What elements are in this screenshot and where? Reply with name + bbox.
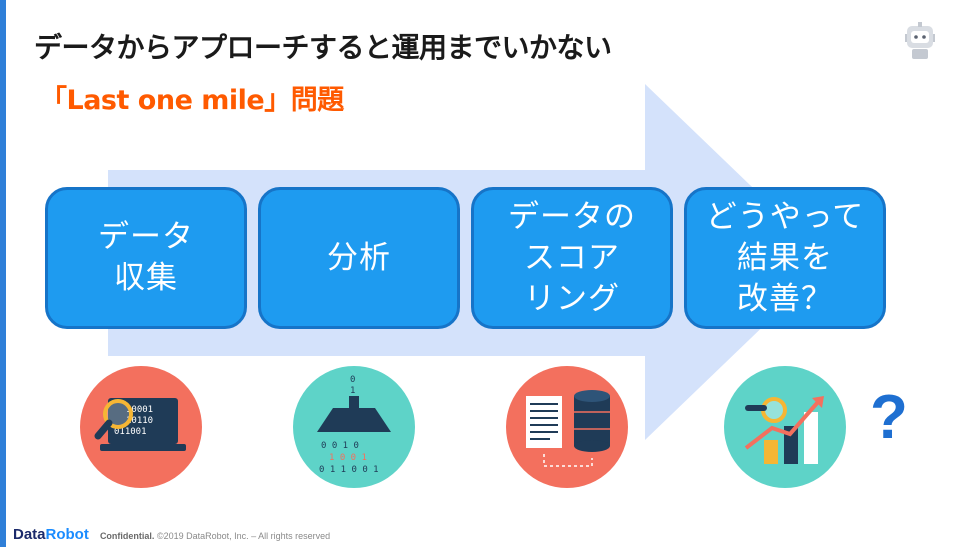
slide-subtitle: 「Last one mile」問題 — [40, 85, 344, 116]
datarobot-logo: DataRobot — [13, 526, 89, 543]
step-data-scoring: データの スコア リング — [471, 187, 673, 329]
data-search-icon: 10001 10110 011001 — [80, 366, 202, 488]
svg-text:0: 0 — [350, 375, 355, 385]
step-label: どうやって 結果を 改善？ — [705, 198, 865, 317]
svg-text:10001: 10001 — [126, 405, 153, 415]
svg-text:1 0 0 1: 1 0 0 1 — [329, 453, 367, 463]
slide-title: データからアプローチすると運用までいかない — [34, 31, 612, 64]
svg-text:011001: 011001 — [114, 427, 147, 437]
step-analysis: 分析 — [258, 187, 460, 329]
svg-text:0 1 1 0 0 1: 0 1 1 0 0 1 — [319, 465, 379, 475]
step-data-collection: データ 収集 — [45, 187, 247, 329]
chart-improvement-icon — [724, 366, 846, 488]
robot-icon — [905, 22, 935, 59]
confidential-notice: Confidential. ©2019 DataRobot, Inc. – Al… — [99, 531, 331, 541]
document-database-icon — [506, 366, 628, 488]
svg-text:1: 1 — [350, 386, 355, 396]
step-label: データ 収集 — [98, 219, 194, 296]
svg-text:0 0 1 0: 0 0 1 0 — [321, 441, 359, 451]
left-accent-bar — [0, 0, 6, 547]
svg-text:10110: 10110 — [126, 416, 153, 426]
step-label: 分析 — [327, 239, 391, 276]
analysis-funnel-icon: 0 1 0 0 1 0 1 0 0 1 0 1 1 0 0 1 — [293, 366, 415, 488]
step-label: データの スコア リング — [508, 198, 636, 317]
step-improve-results: どうやって 結果を 改善？ — [684, 187, 886, 329]
question-mark: ? — [870, 383, 908, 452]
footer: DataRobot Confidential. ©2019 DataRobot,… — [13, 524, 330, 543]
